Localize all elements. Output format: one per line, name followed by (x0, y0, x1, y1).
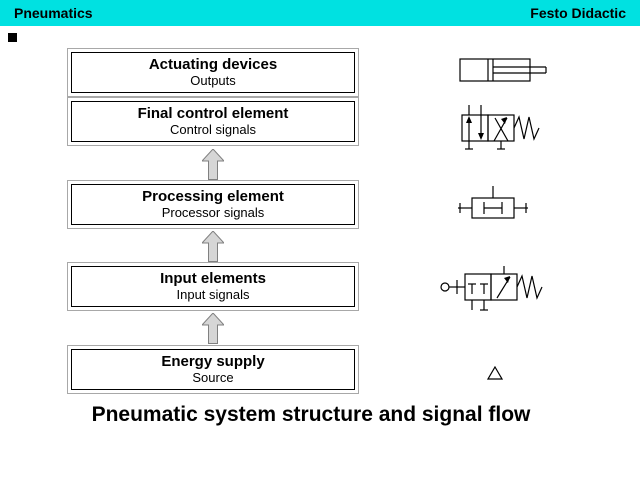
block-actuating-devices: Actuating devices Outputs (67, 48, 359, 97)
block-subtitle: Processor signals (161, 205, 265, 221)
signal-flow-up-arrow (202, 231, 224, 262)
block-processing-element: Processing element Processor signals (67, 180, 359, 229)
block-frame: Energy supply Source (71, 349, 355, 390)
block-subtitle: Input signals (176, 287, 250, 303)
block-title: Actuating devices (148, 55, 278, 73)
block-frame: Input elements Input signals (71, 266, 355, 307)
block-subtitle: Control signals (170, 122, 256, 138)
bullet-marker (8, 33, 17, 42)
block-final-control-element: Final control element Control signals (67, 97, 359, 146)
brand-title: Festo Didactic (530, 5, 626, 21)
block-subtitle: Outputs (190, 73, 236, 89)
block-subtitle: Source (192, 370, 234, 386)
block-title: Processing element (142, 187, 284, 205)
page-caption: Pneumatic system structure and signal fl… (91, 403, 531, 426)
app-title: Pneumatics (14, 5, 93, 21)
block-frame: Processing element Processor signals (71, 184, 355, 225)
title-bar: Pneumatics Festo Didactic (0, 0, 640, 26)
block-title: Final control element (137, 104, 289, 122)
double-acting-cylinder-symbol-icon (459, 58, 547, 82)
block-input-elements: Input elements Input signals (67, 262, 359, 311)
five-two-way-valve-symbol-icon (461, 105, 540, 150)
dual-pressure-valve-symbol-icon (458, 186, 528, 219)
block-title: Input elements (160, 269, 266, 287)
block-title: Energy supply (161, 352, 265, 370)
signal-flow-up-arrow (202, 313, 224, 344)
block-energy-supply: Energy supply Source (67, 345, 359, 394)
three-two-way-valve-symbol-icon (440, 266, 543, 311)
signal-flow-up-arrow (202, 149, 224, 180)
block-frame: Actuating devices Outputs (71, 52, 355, 93)
block-frame: Final control element Control signals (71, 101, 355, 142)
air-supply-triangle-symbol-icon (487, 366, 503, 380)
